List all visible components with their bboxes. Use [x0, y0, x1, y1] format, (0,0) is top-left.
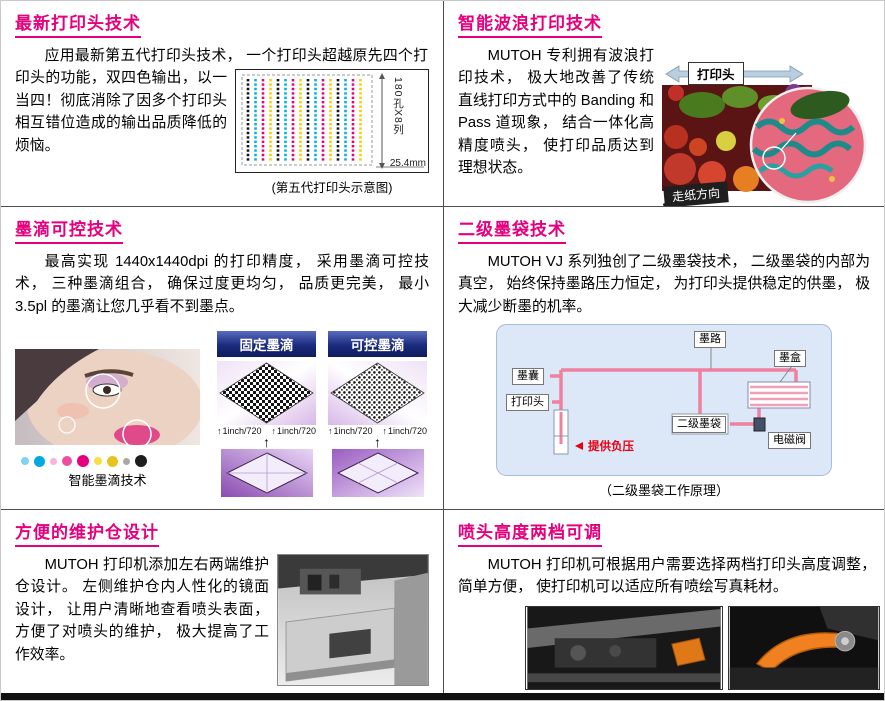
- layout-strut: [869, 45, 870, 61]
- wave-print-art: [662, 65, 867, 204]
- printhead-diagram-figure: 180孔X8列 25.4mm (第五代打印头示意图): [235, 69, 429, 196]
- variable-drop-result-art: [331, 449, 424, 498]
- maintenance-photo-figure: [277, 554, 429, 691]
- section-wave: 智能波浪打印技术: [444, 1, 884, 207]
- up-arrow-icon: ↑: [382, 426, 387, 437]
- variable-drop-header: 可控墨滴: [328, 331, 427, 358]
- inkbag-diagram: 墨路 墨囊 打印头 二级墨袋 电磁阀 墨盒 提供负压: [496, 324, 832, 477]
- height-photo-right-art: [728, 606, 880, 690]
- fixed-drop-diamond-art: [217, 361, 316, 426]
- layout-strut: [428, 45, 429, 69]
- face-photo-column: 智能墨滴技术: [15, 349, 205, 489]
- ink-dot: [21, 457, 29, 466]
- inkbag-caption: （二级墨袋工作原理）: [598, 483, 729, 499]
- section-inkbag: 二级墨袋技术 MUTOH VJ 系列独创了二级墨袋技术， 二级墨袋的内部为真空，…: [444, 207, 884, 510]
- variable-drop-diamond-art: [328, 361, 427, 426]
- wave-content: 打印头 走纸方向 MUTOH 专利拥有波浪打印技术， 极大地改善了传统直线打印方…: [458, 45, 870, 206]
- cartridge-label: 墨盒: [774, 350, 806, 368]
- printhead-diagram: 180孔X8列 25.4mm: [235, 69, 429, 173]
- wave-print-figure: 打印头 走纸方向: [662, 61, 870, 206]
- print-head-label: 打印头: [506, 394, 549, 412]
- ink-dot: [77, 455, 89, 468]
- up-arrow-icon: ↑: [217, 426, 222, 437]
- height-title: 喷头高度两档可调: [458, 518, 602, 547]
- section-inkdrop: 墨滴可控技术 最高实现 1440x1440dpi 的打印精度， 采用墨滴可控技术…: [1, 207, 444, 510]
- variable-drop-panel: 可控墨滴: [328, 331, 427, 498]
- wave-title: 智能波浪打印技术: [458, 9, 602, 38]
- printhead-content: 180孔X8列 25.4mm (第五代打印头示意图) 应用最新第五代打印头技术，…: [15, 45, 429, 195]
- ink-dot-samples: [21, 454, 205, 468]
- inch-label: ↑1inch/720: [382, 426, 427, 436]
- inch-text: 1inch/720: [222, 426, 262, 437]
- maintenance-body: MUTOH 打印机添加左右两端维护仓设计。 左侧维护仓内人性化的镜面设计， 让用…: [15, 557, 269, 663]
- printhead-body: 应用最新第五代打印头技术， 一个打印头超越原先四个打印头的功能，双四色输出，以一…: [15, 48, 428, 154]
- ink-dot: [50, 457, 57, 465]
- height-photo-left-art: [525, 606, 723, 690]
- ink-dot: [62, 456, 72, 467]
- printhead-title: 最新打印头技术: [15, 9, 141, 38]
- ink-dot: [107, 455, 118, 467]
- fixed-drop-header: 固定墨滴: [217, 331, 316, 358]
- inkdrop-illustrations: 智能墨滴技术 固定墨滴: [15, 331, 429, 498]
- bottom-bar: [1, 693, 884, 700]
- variable-inch-labels: ↑1inch/720 ↑1inch/720: [328, 426, 427, 436]
- up-arrow-icon: ↑: [374, 434, 381, 451]
- ink-dot: [34, 455, 45, 467]
- maintenance-content: MUTOH 打印机添加左右两端维护仓设计。 左侧维护仓内人性化的镜面设计， 让用…: [15, 554, 429, 686]
- wave-body: MUTOH 专利拥有波浪打印技术， 极大地改善了传统直线打印方式中的 Bandi…: [458, 48, 654, 177]
- ink-sac-label: 墨囊: [512, 368, 544, 386]
- inch-text: 1inch/720: [333, 426, 373, 437]
- up-arrow-icon: ↑: [263, 434, 270, 451]
- section-height-adjust: 喷头高度两档可调 MUTOH 打印机可根据用户需要选择两档打印头高度调整， 简单…: [444, 510, 884, 695]
- inch-label: ↑1inch/720: [271, 426, 316, 436]
- ink-dot: [94, 457, 102, 466]
- printhead-nozzle-art: [241, 73, 424, 169]
- up-arrow-icon: ↑: [328, 426, 333, 437]
- section-maintenance: 方便的维护仓设计: [1, 510, 444, 695]
- fixed-inch-labels: ↑1inch/720 ↑1inch/720: [217, 426, 316, 436]
- maintenance-photo-art: [277, 554, 429, 686]
- inkbag-body: MUTOH VJ 系列独创了二级墨袋技术， 二级墨袋的内部为真空， 始终保持墨路…: [458, 254, 870, 315]
- secondary-bag-label: 二级墨袋: [672, 416, 726, 434]
- dimension-label-vertical: 180孔X8列: [392, 77, 404, 136]
- height-body: MUTOH 打印机可根据用户需要选择两档打印头高度调整， 简单方便， 使打印机可…: [458, 557, 876, 596]
- ink-dot: [135, 455, 147, 468]
- face-photo-art: [15, 349, 203, 461]
- up-arrow-icon: ↑: [271, 426, 276, 437]
- smart-drop-caption: 智能墨滴技术: [68, 473, 147, 489]
- inkbag-title: 二级墨袋技术: [458, 215, 566, 244]
- fixed-drop-result-art: [220, 449, 313, 498]
- ink-path-label: 墨路: [694, 331, 726, 349]
- inch-label: ↑1inch/720: [328, 426, 373, 436]
- inch-text: 1inch/720: [387, 426, 427, 437]
- printhead-direction-label: 打印头: [688, 62, 744, 85]
- paper-direction-text: 走纸方向: [671, 185, 721, 205]
- section-printhead: 最新打印头技术: [1, 1, 444, 207]
- solenoid-valve-label: 电磁阀: [768, 432, 811, 450]
- negative-pressure-label: 提供负压: [588, 441, 634, 454]
- inch-label: ↑1inch/720: [217, 426, 262, 436]
- maintenance-title: 方便的维护仓设计: [15, 518, 159, 547]
- inch-text: 1inch/720: [276, 426, 316, 437]
- fixed-drop-panel: 固定墨滴: [217, 331, 316, 498]
- inkdrop-body: 最高实现 1440x1440dpi 的打印精度， 采用墨滴可控技术， 三种墨滴组…: [15, 254, 429, 315]
- ink-dot: [123, 457, 130, 465]
- dimension-label-horizontal: 25.4mm: [389, 158, 426, 169]
- inkdrop-title: 墨滴可控技术: [15, 215, 123, 244]
- printhead-caption: (第五代打印头示意图): [271, 181, 393, 195]
- height-photos: [525, 606, 880, 690]
